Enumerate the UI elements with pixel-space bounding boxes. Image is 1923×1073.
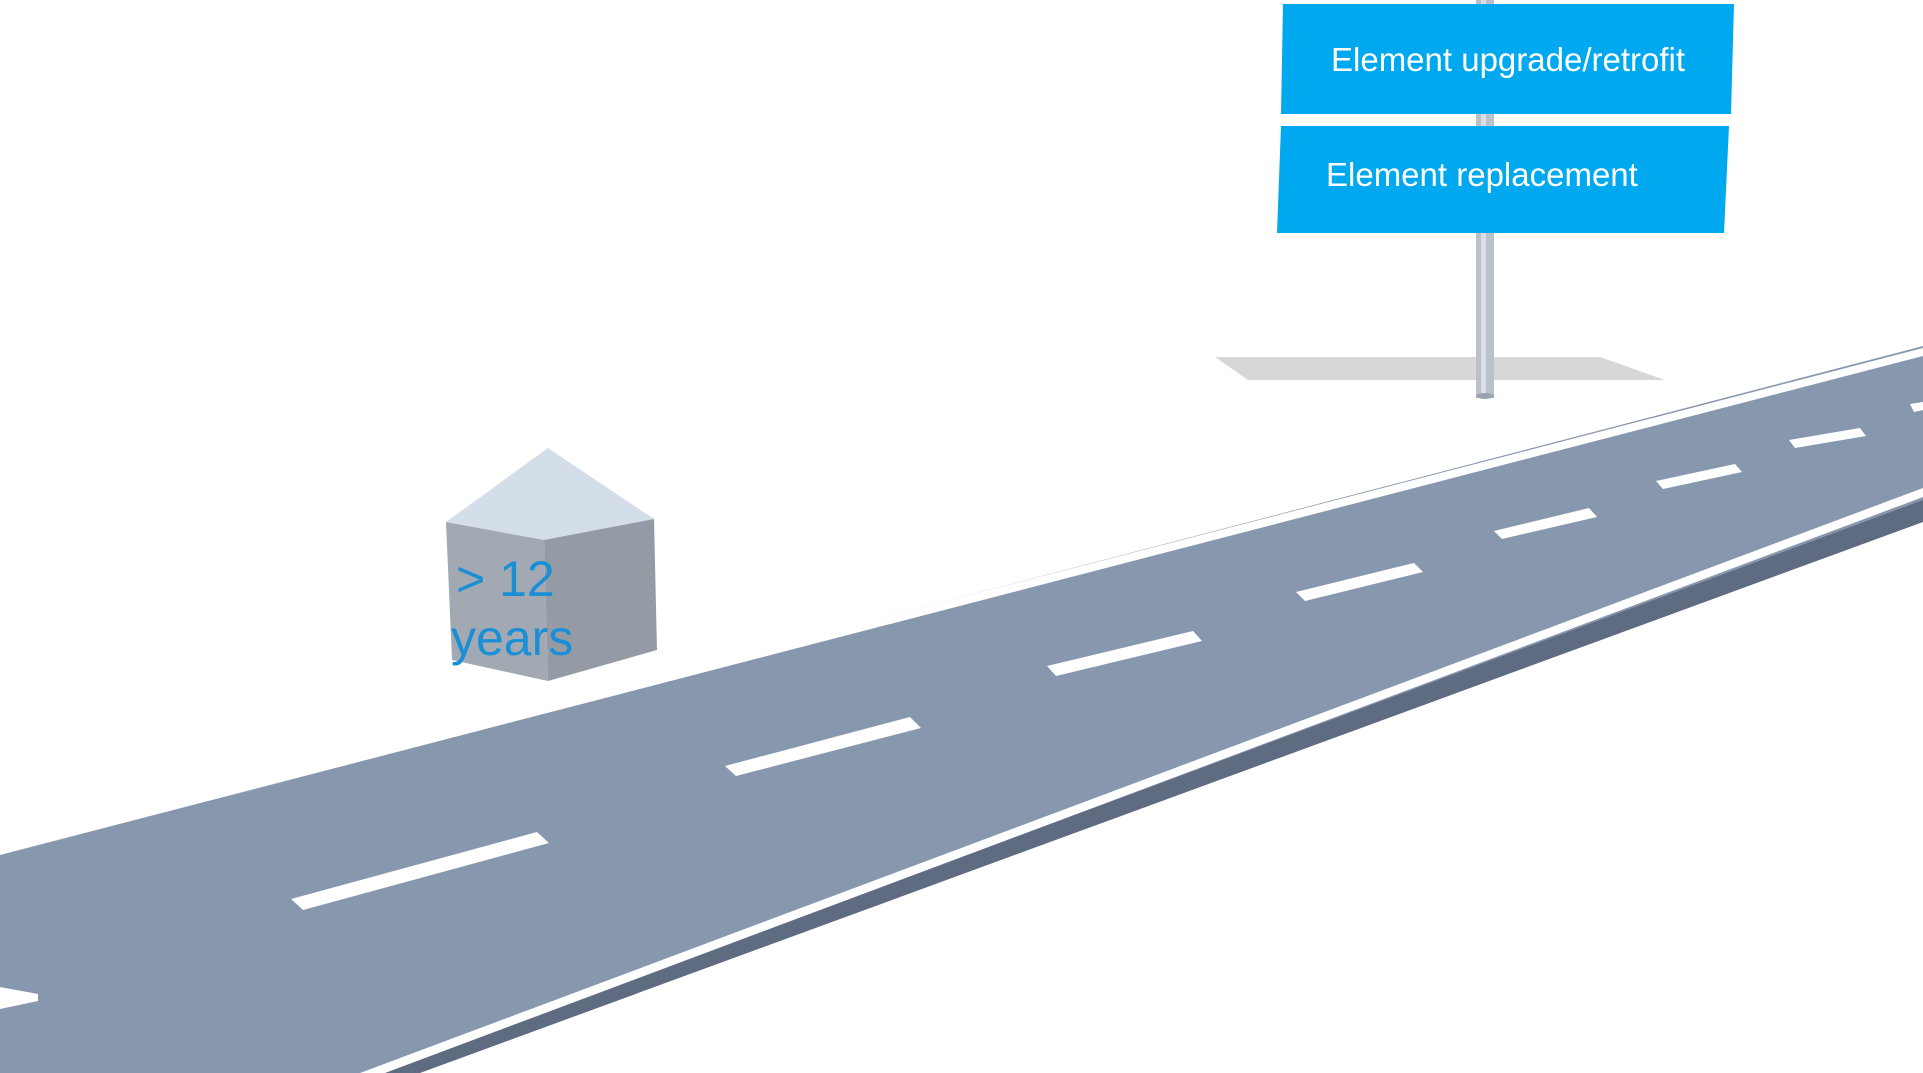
milestone-text-line2: years	[451, 610, 573, 666]
road-surface	[0, 346, 1923, 1073]
lower-sign-panel	[1277, 126, 1729, 233]
lane-dash	[1047, 631, 1202, 676]
lane-dash	[1910, 402, 1923, 412]
milestone-side-face	[544, 519, 657, 681]
lane-dash	[1789, 428, 1866, 448]
lane-dash	[725, 717, 921, 776]
lane-dash	[291, 832, 549, 910]
lower-sign-label: Element replacement	[1326, 156, 1638, 193]
milestone-roof	[446, 448, 654, 540]
signpost-pole-base	[1476, 393, 1494, 399]
sign-shadow	[1215, 357, 1665, 380]
road-near-edge-line	[360, 488, 1923, 1073]
lane-dash	[1656, 464, 1742, 489]
upper-sign-panel	[1281, 4, 1734, 114]
upper-sign-label: Element upgrade/retrofit	[1331, 41, 1685, 78]
lane-dash	[1494, 508, 1597, 539]
milestone: > 12 years	[446, 448, 657, 681]
road-far-edge-line	[0, 348, 1923, 855]
milestone-text-line1: > 12	[456, 551, 555, 607]
lane-dash	[0, 987, 38, 1009]
lane-dash	[1296, 563, 1423, 601]
milestone-front-face	[446, 522, 548, 681]
